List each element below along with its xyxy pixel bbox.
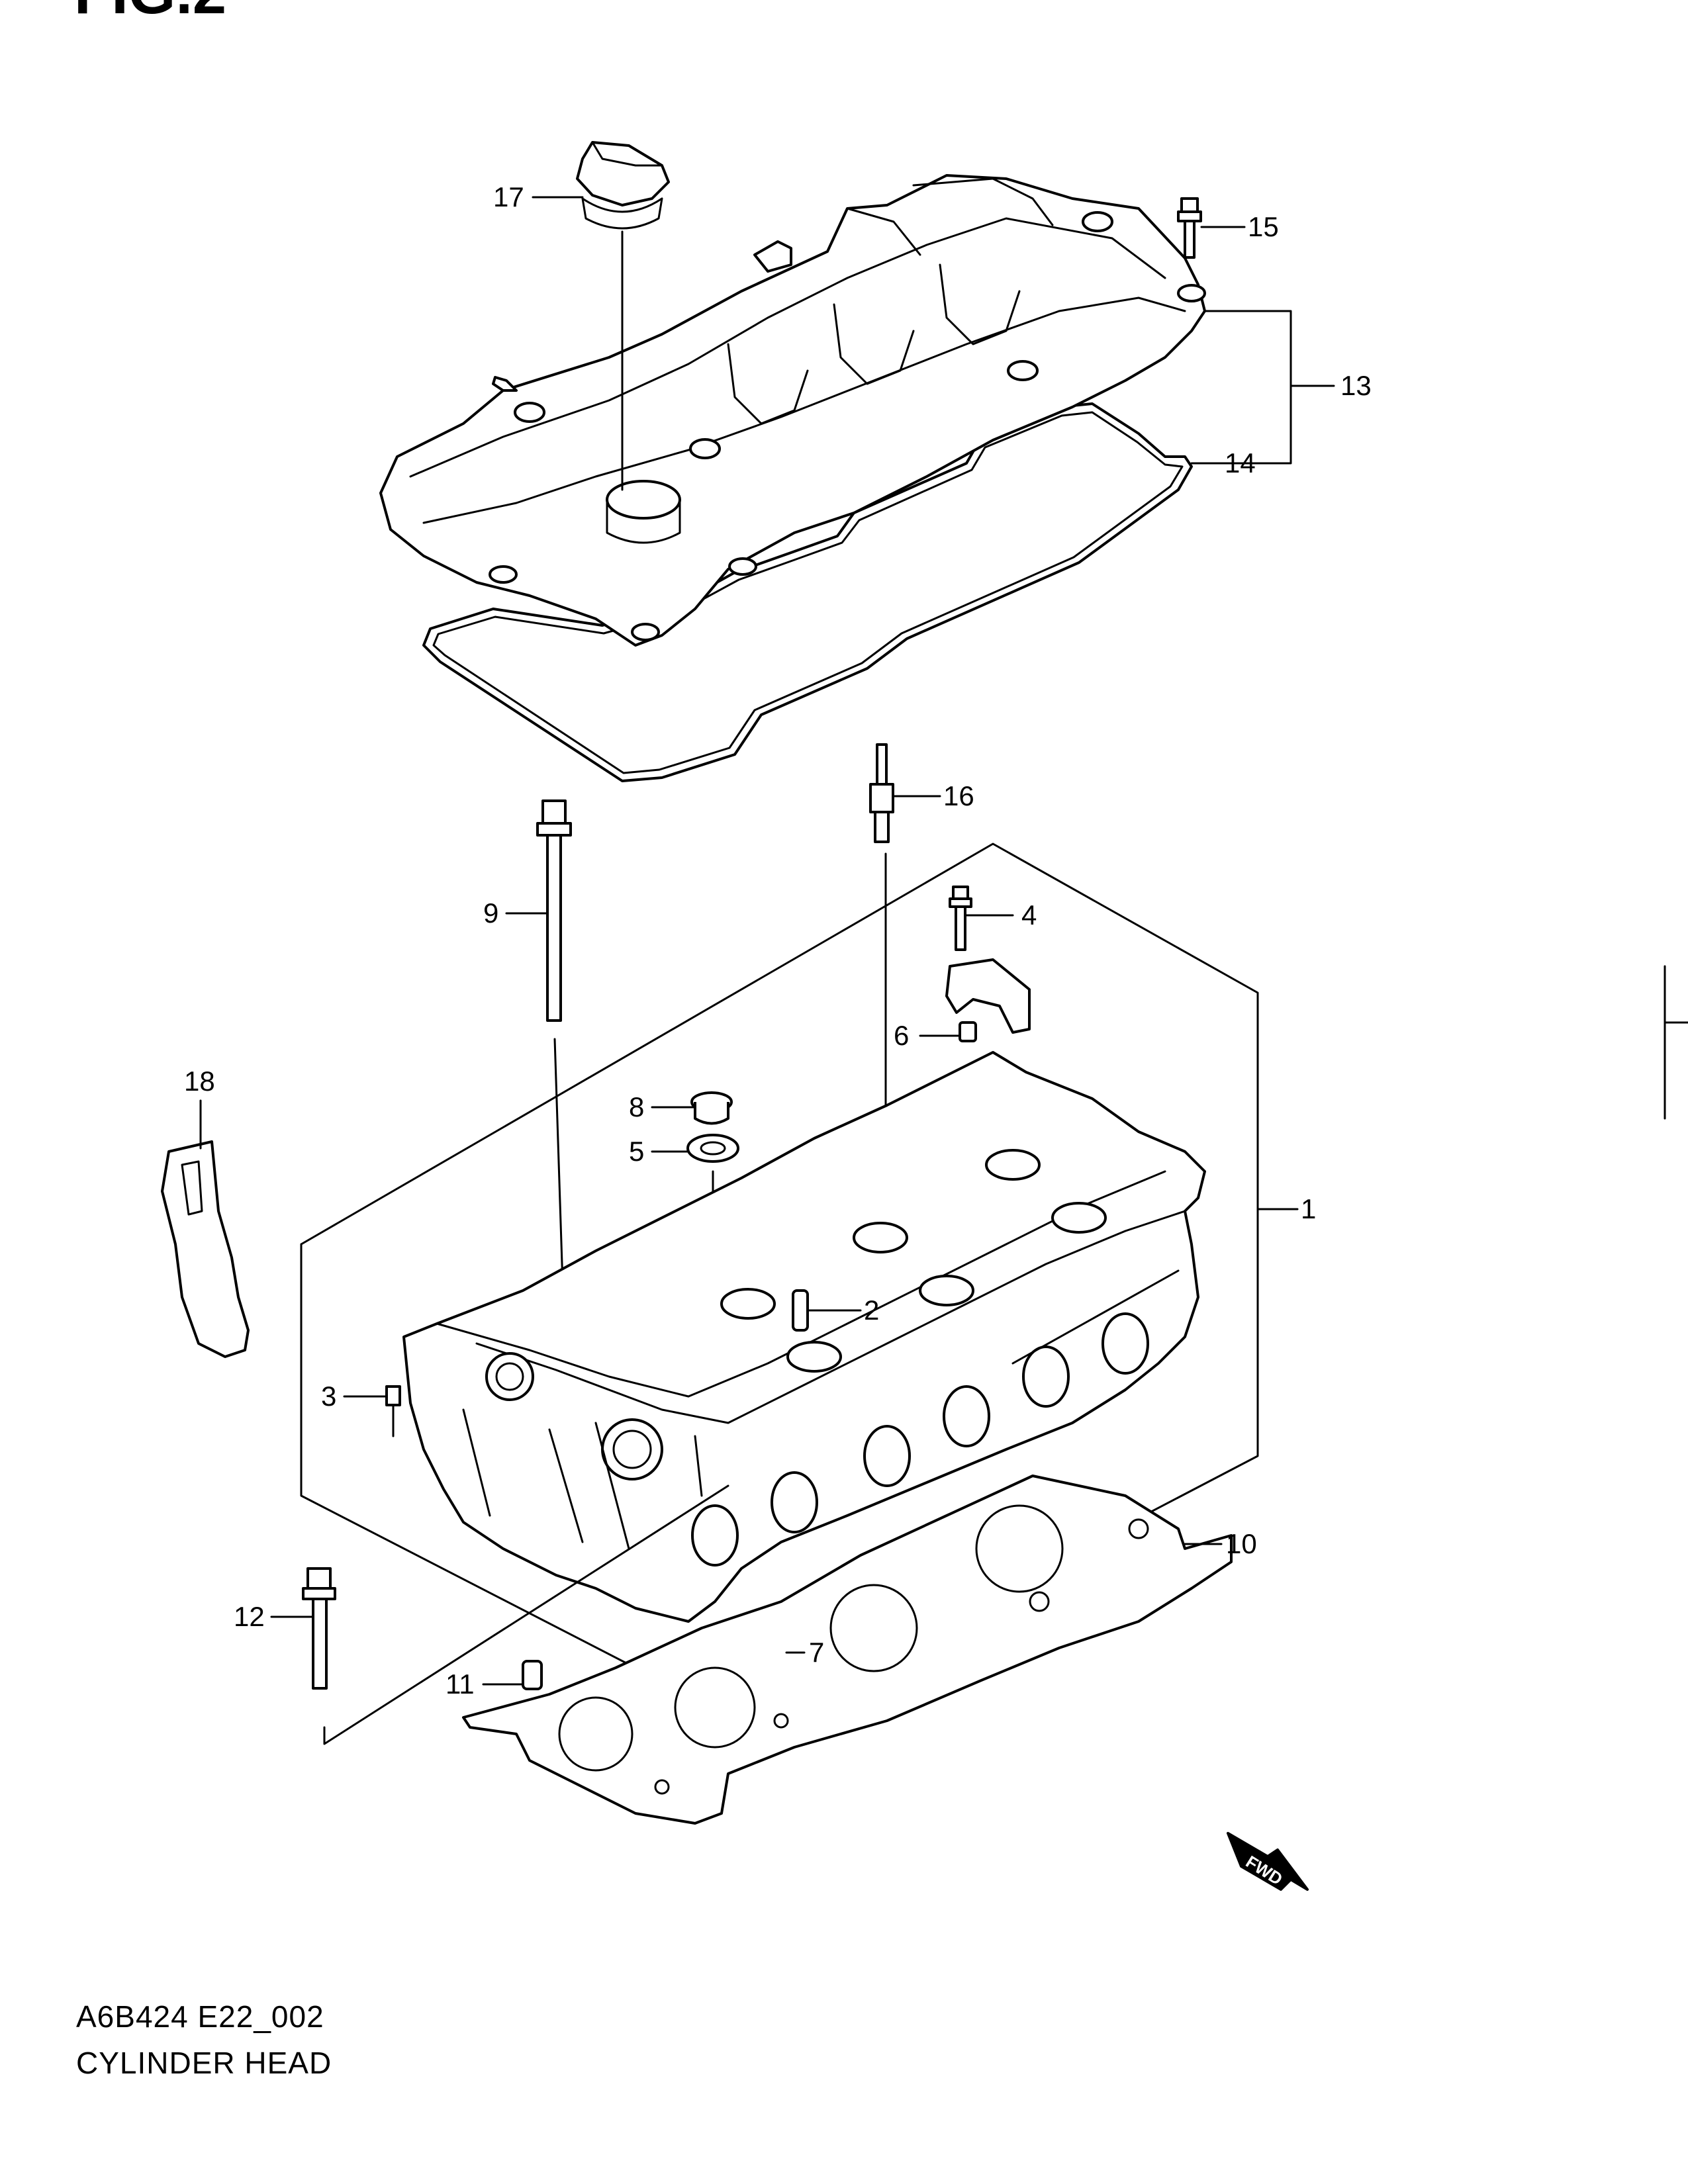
callout-18: 18: [184, 1066, 215, 1097]
callout-15: 15: [1248, 211, 1279, 242]
callout-10: 10: [1226, 1528, 1257, 1559]
callout-9: 9: [483, 897, 498, 929]
callout-8: 8: [629, 1091, 644, 1122]
callout-3: 3: [321, 1381, 336, 1412]
callout-17: 17: [493, 181, 524, 212]
callout-5: 5: [629, 1136, 644, 1167]
plug[interactable]: [690, 1091, 733, 1125]
callout-13: 13: [1340, 370, 1372, 401]
diagram-title: CYLINDER HEAD: [76, 2046, 332, 2080]
head-bolt-short[interactable]: [302, 1567, 336, 1690]
fwd-arrow: FWD: [1227, 1832, 1309, 1891]
callout-12: 12: [234, 1601, 265, 1632]
pin-2[interactable]: [792, 1289, 809, 1332]
cylinder-head[interactable]: [402, 1051, 1206, 1623]
dowel-pin[interactable]: [959, 1021, 977, 1042]
head-gasket[interactable]: [462, 1475, 1233, 1825]
callout-1: 1: [1301, 1193, 1316, 1224]
callout-11: 11: [445, 1668, 475, 1700]
callout-7: 7: [809, 1637, 824, 1668]
plug-3[interactable]: [385, 1385, 401, 1406]
callout-16: 16: [943, 780, 974, 811]
diagram-code: A6B424 E22_002: [76, 1999, 324, 2034]
callouts: 17 15 13 14 16 9 4 6 18 8 5 1: [184, 181, 1372, 1700]
camshaft-cap[interactable]: [945, 958, 1031, 1034]
seal-ring[interactable]: [686, 1134, 739, 1163]
callout-14: 14: [1225, 447, 1256, 478]
callout-4: 4: [1021, 899, 1037, 931]
lifting-bracket[interactable]: [161, 1140, 250, 1358]
cover-bolt[interactable]: [1177, 197, 1202, 259]
figure-title: FIG.2: [74, 0, 226, 26]
oil-filler-cap[interactable]: [576, 141, 670, 230]
cap-bolt[interactable]: [949, 886, 972, 951]
head-bolt-long[interactable]: [536, 799, 572, 1022]
callout-6: 6: [894, 1020, 909, 1051]
cylinder-head-cover[interactable]: [379, 174, 1206, 782]
callout-2: 2: [864, 1295, 879, 1326]
dowel-11[interactable]: [522, 1660, 543, 1690]
spark-plug[interactable]: [869, 743, 894, 843]
